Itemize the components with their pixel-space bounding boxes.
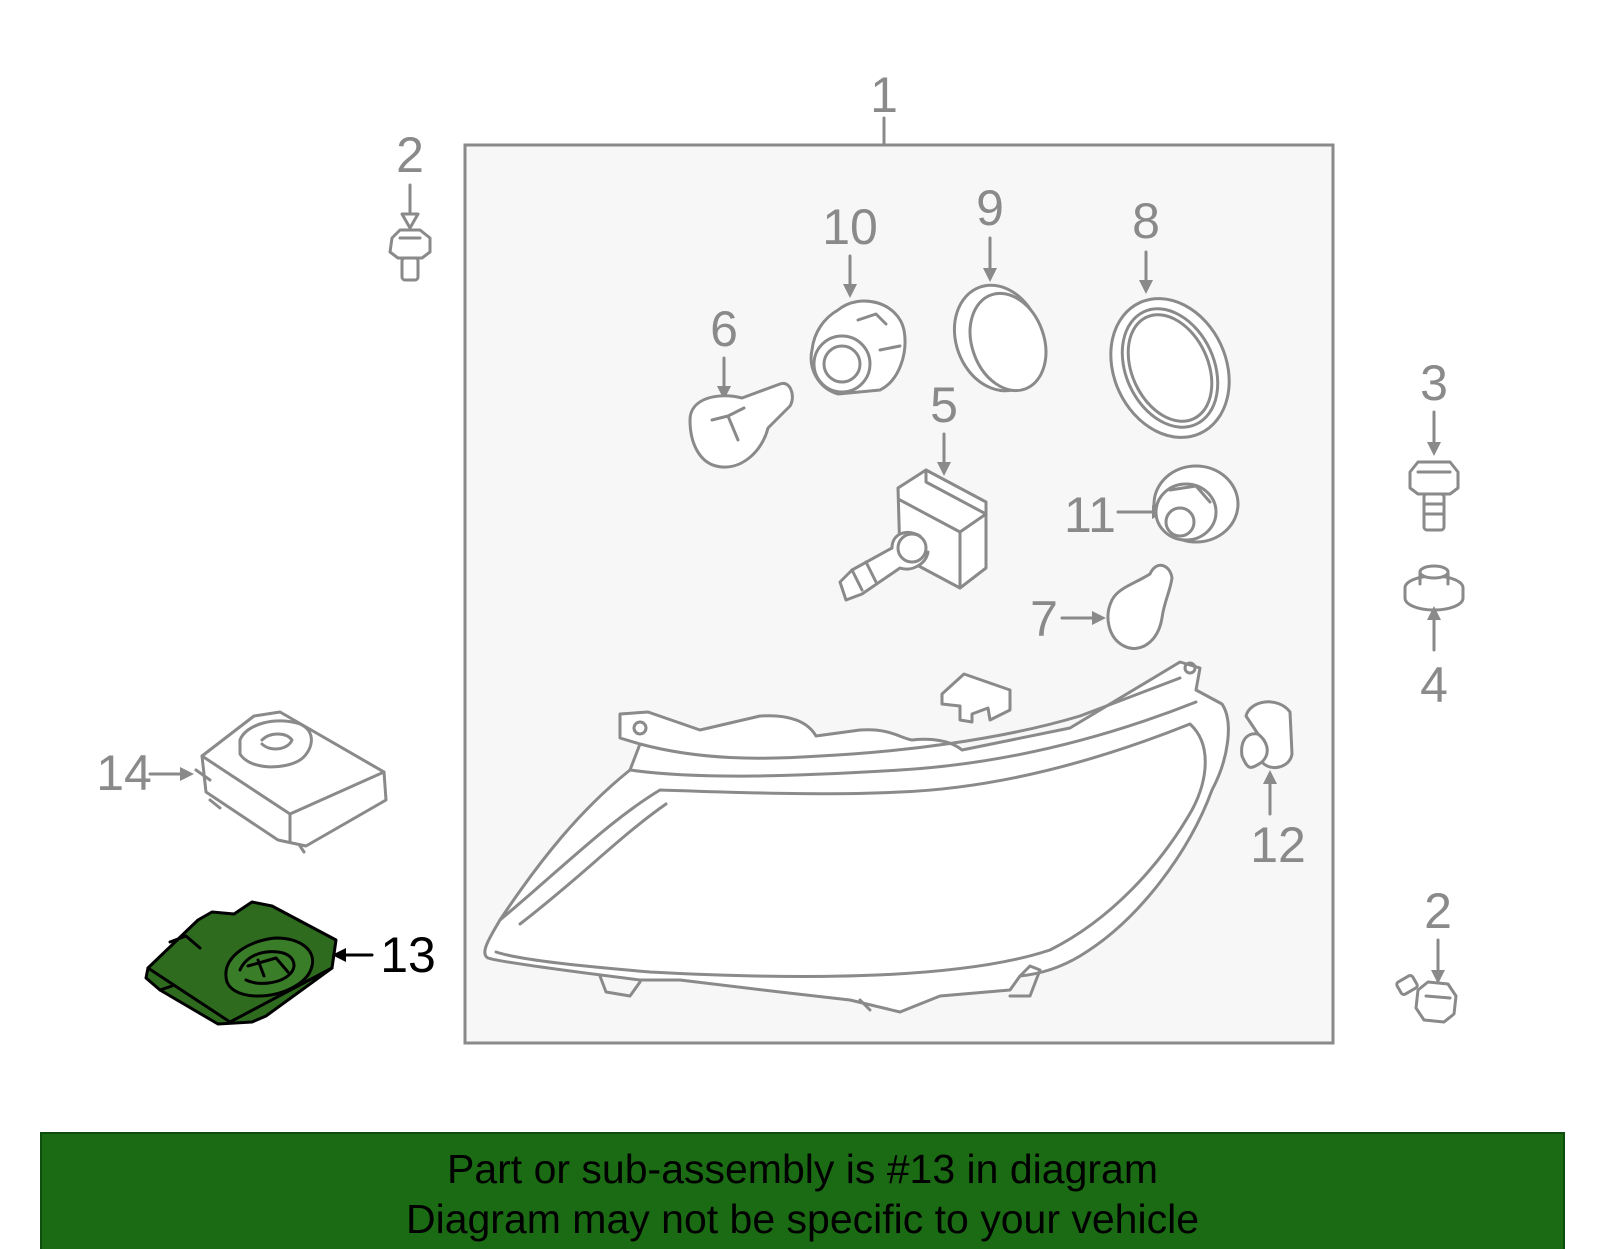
callout-4: 4 [1420,657,1448,713]
callout-1: 1 [870,67,898,123]
info-banner: Part or sub-assembly is #13 in diagram D… [40,1132,1565,1249]
part-11-socket[interactable]: 11 [1064,464,1240,544]
part-7-bulb[interactable]: 7 [1030,563,1174,650]
part-2-bolt-bottom[interactable]: 2 [1395,883,1458,1024]
callout-11: 11 [1064,487,1116,543]
part-13-ballast-highlighted[interactable]: 13 [144,900,436,1026]
part-4-grommet[interactable]: 4 [1403,564,1465,713]
part-3-bolt[interactable]: 3 [1408,355,1460,532]
part-9-cap[interactable]: 9 [940,180,1059,403]
part-5-hid-bulb[interactable]: 5 [838,377,988,602]
callout-10: 10 [822,199,878,255]
callout-12: 12 [1250,817,1306,873]
callout-14: 14 [96,745,152,801]
clip-part[interactable] [940,672,1012,724]
part-2-bolt-top[interactable]: 2 [388,127,432,282]
part-10-socket[interactable]: 10 [809,199,907,396]
callout-7: 7 [1030,591,1058,647]
callout-2-top: 2 [396,127,424,183]
part-6-bulb[interactable]: 6 [688,301,794,469]
headlamp-housing[interactable] [483,660,1230,1014]
callout-5: 5 [930,377,958,433]
part-8-ring[interactable]: 8 [1089,193,1251,457]
callout-3: 3 [1420,355,1448,411]
banner-line-2: Diagram may not be specific to your vehi… [405,1196,1199,1242]
callout-8: 8 [1132,193,1160,249]
part-12-holder[interactable]: 12 [1240,700,1306,873]
parts-diagram: 1 2 3 4 2 10 [96,67,1465,1045]
callout-13: 13 [380,927,436,983]
banner-line-1: Part or sub-assembly is #13 in diagram [447,1146,1158,1192]
callout-9: 9 [976,180,1004,236]
callout-6: 6 [710,301,738,357]
part-14-ballast[interactable]: 14 [96,710,388,854]
callout-2-bottom: 2 [1424,883,1452,939]
